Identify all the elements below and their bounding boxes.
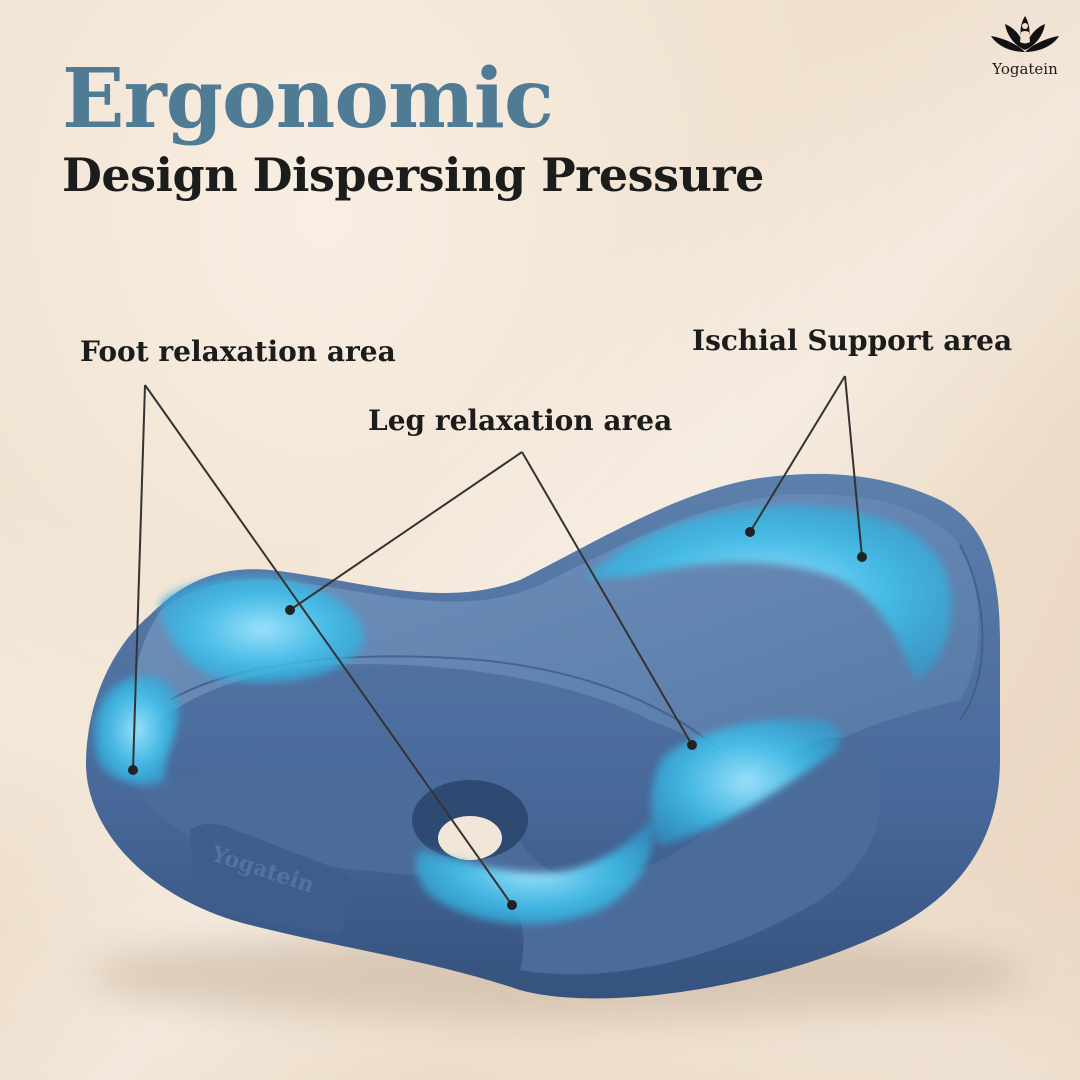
coccyx-cutout-inner xyxy=(438,816,502,860)
brand-logo: Yogatein xyxy=(985,10,1065,77)
callout-dot xyxy=(857,552,867,562)
callout-dot xyxy=(687,740,697,750)
callout-line-ischial-b xyxy=(844,375,863,558)
headline: Ergonomic xyxy=(62,51,554,147)
subheadline: Design Dispersing Pressure xyxy=(62,148,764,202)
callout-dots xyxy=(128,527,867,910)
callout-label-foot: Foot relaxation area xyxy=(80,335,396,368)
callout-dot xyxy=(285,605,295,615)
callout-dot xyxy=(128,765,138,775)
callout-line-foot-a xyxy=(132,384,146,771)
callout-dot xyxy=(745,527,755,537)
callout-line-leg-a xyxy=(289,451,523,611)
callout-line-ischial-a xyxy=(749,375,846,533)
callout-dot xyxy=(507,900,517,910)
foot-highlight-left xyxy=(94,676,180,785)
lotus-meditation-icon xyxy=(991,16,1059,52)
leg-highlight-right xyxy=(650,719,841,845)
ischial-highlight xyxy=(585,505,952,680)
callout-label-ischial: Ischial Support area xyxy=(692,324,1013,357)
brand-name: Yogatein xyxy=(992,60,1058,78)
callout-label-leg: Leg relaxation area xyxy=(368,404,673,437)
callout-line-foot-b xyxy=(144,384,513,906)
front-bolster xyxy=(134,735,881,975)
callout-line-leg-b xyxy=(521,451,693,746)
cushion-top-surface xyxy=(133,494,979,790)
side-pocket xyxy=(190,823,354,935)
foot-highlight-right xyxy=(415,820,653,925)
leg-highlight-left xyxy=(160,576,365,683)
seam-line xyxy=(959,544,984,721)
callout-lines xyxy=(132,375,863,906)
